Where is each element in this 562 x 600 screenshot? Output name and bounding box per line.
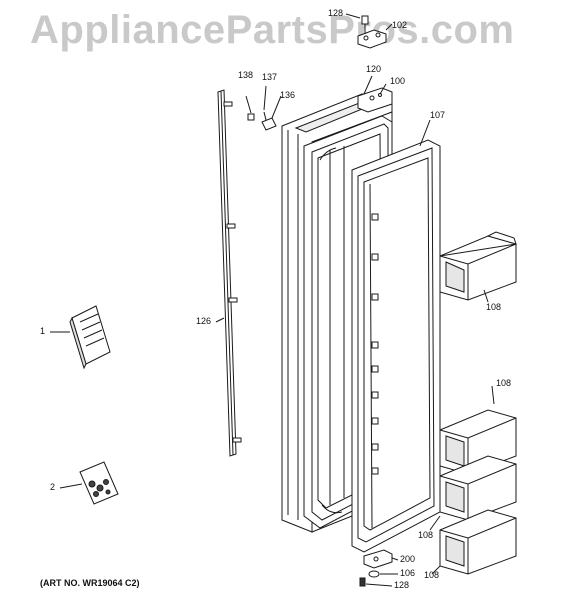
callout-1: 1 [40, 326, 46, 336]
screw-128-bottom [359, 577, 393, 587]
callout-108-bin4: 108 [424, 570, 440, 580]
callout-128-top: 128 [328, 8, 344, 18]
callout-108-bin2: 108 [496, 378, 512, 388]
watermark-logo: AppliancePartsPros.com [30, 8, 515, 52]
callout-100: 100 [390, 76, 406, 86]
callout-138: 138 [238, 70, 254, 80]
hinge-screw-138 [245, 95, 255, 121]
callout-200: 200 [400, 554, 416, 564]
callout-136: 136 [280, 90, 296, 100]
callout-2: 2 [50, 482, 56, 492]
leader-lines [215, 75, 495, 575]
callout-106: 106 [400, 568, 416, 578]
callout-107: 107 [430, 110, 446, 120]
callout-126: 126 [196, 316, 212, 326]
washer-106 [368, 570, 398, 578]
hinge-pin-137 [263, 85, 267, 121]
door-trim-strip [217, 89, 242, 457]
callout-108-upper: 108 [486, 302, 502, 312]
door-bin-4 [439, 509, 517, 575]
art-number: (ART NO. WR19064 C2) [40, 578, 140, 588]
shelf-clips [371, 213, 379, 475]
parts-bag [59, 461, 119, 505]
callout-137: 137 [262, 72, 278, 82]
door-bin-3 [439, 455, 517, 521]
top-hinge-block [357, 87, 393, 113]
door-bin-upper [439, 231, 517, 301]
screw-128-top [345, 13, 369, 34]
bottom-hinge-200 [363, 549, 399, 569]
callout-120: 120 [366, 64, 382, 74]
hinge-bushing-136 [261, 95, 282, 131]
door-gasket [351, 139, 441, 553]
callout-128-bottom: 128 [394, 580, 410, 590]
callout-102: 102 [392, 20, 408, 30]
top-hinge-102 [357, 23, 393, 49]
callout-108-bin3: 108 [418, 530, 434, 540]
owner-manual [50, 305, 111, 370]
